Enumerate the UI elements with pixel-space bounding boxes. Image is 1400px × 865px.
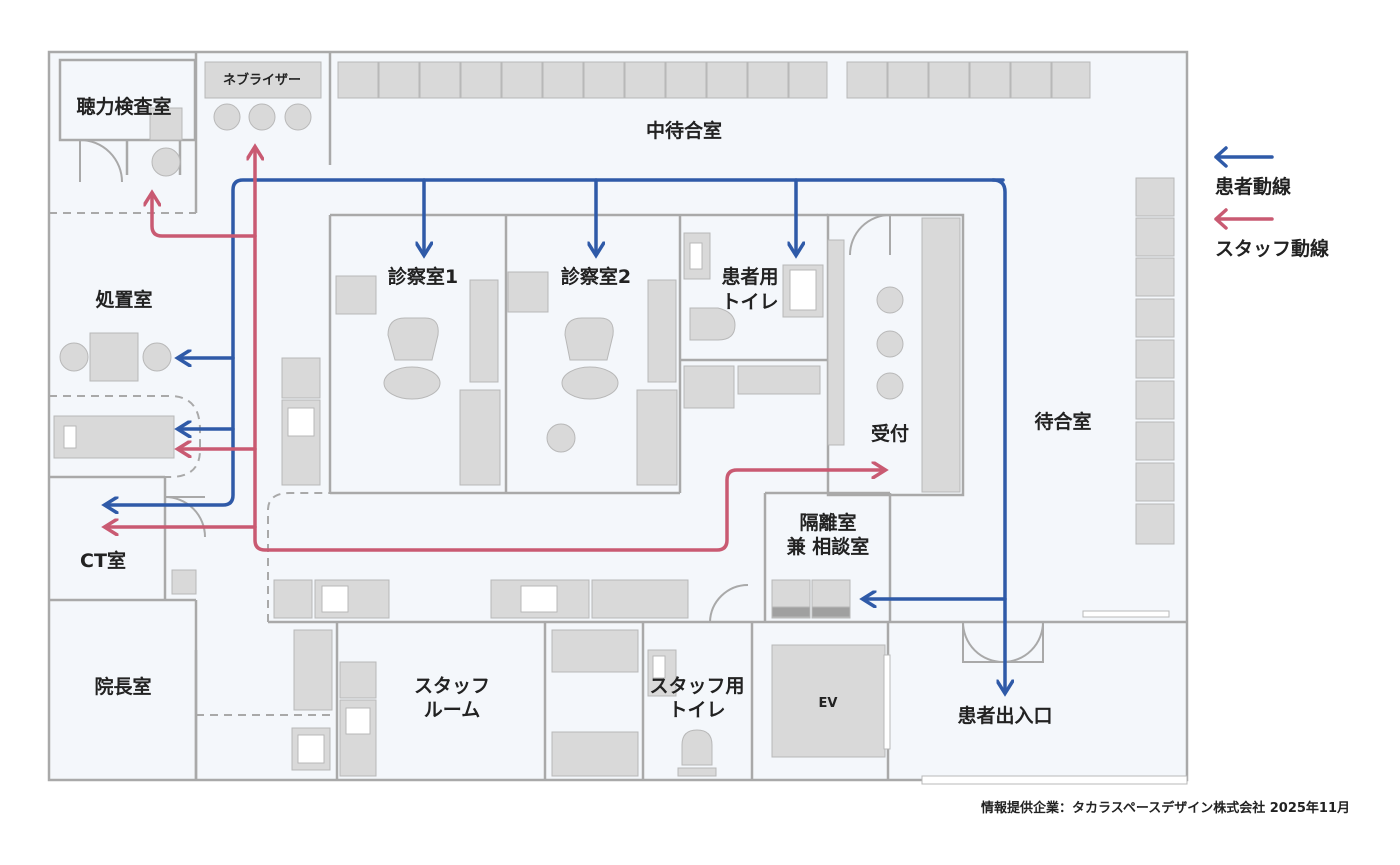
label-isolation-2: 兼 相談室	[787, 535, 870, 558]
label-treatment: 処置室	[95, 288, 152, 311]
label-staff-room-2: ルーム	[424, 699, 480, 721]
legend-staff-label: スタッフ動線	[1215, 237, 1329, 260]
legend: 患者動線 スタッフ動線	[1214, 146, 1329, 260]
label-staff-toilet-1: スタッフ用	[649, 675, 744, 697]
exam2-chair	[564, 317, 614, 361]
bench-seats-top-right	[846, 61, 1091, 99]
label-waiting: 待合室	[1034, 410, 1091, 433]
label-hearing-test: 聴力検査室	[76, 95, 171, 118]
legend-staff-arrow-icon	[1214, 208, 1274, 230]
label-director: 院長室	[94, 675, 151, 698]
credit-text: 情報提供企業：タカラスペースデザイン株式会社 2025年11月	[981, 801, 1350, 816]
label-staff-toilet-2: トイレ	[668, 699, 725, 721]
bench-seats-right	[1135, 177, 1175, 545]
label-exam2: 診察室2	[561, 265, 631, 288]
room-labels: 聴力検査室 ネブライザー 中待合室 診察室1 診察室2 患者用 トイレ 処置室 …	[76, 72, 1091, 727]
legend-patient-label: 患者動線	[1215, 175, 1291, 198]
label-isolation-1: 隔離室	[799, 511, 856, 534]
label-elevator: EV	[819, 696, 838, 711]
staff-flow	[108, 150, 882, 552]
label-ct: CT室	[80, 549, 126, 572]
label-patient-toilet-2: トイレ	[721, 291, 778, 313]
exam1-chair	[387, 317, 439, 361]
label-staff-room-1: スタッフ	[414, 675, 490, 697]
label-middle-waiting: 中待合室	[646, 119, 722, 142]
label-reception: 受付	[871, 422, 909, 445]
bench-seats-top-left	[337, 61, 828, 99]
label-exam1: 診察室1	[388, 265, 458, 288]
label-entrance: 患者出入口	[957, 704, 1052, 727]
legend-patient-arrow-icon	[1214, 146, 1274, 168]
label-patient-toilet-1: 患者用	[721, 265, 778, 288]
label-nebulizer: ネブライザー	[223, 72, 301, 88]
